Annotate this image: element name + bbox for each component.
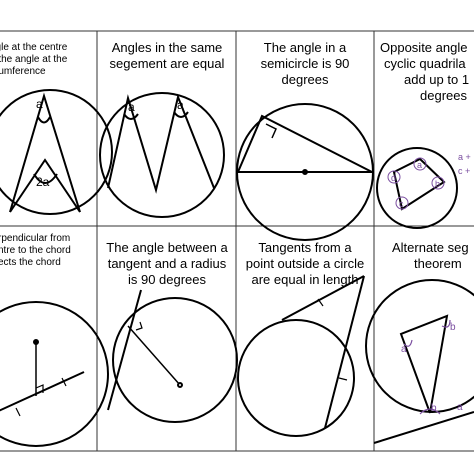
caption-line: segement are equal: [109, 56, 225, 71]
label-a: a: [36, 97, 43, 111]
caption-line: Tangents from a: [258, 240, 352, 255]
caption-semicircle: The angle in a semicircle is 90 degrees: [238, 40, 372, 88]
label-d: d: [391, 173, 396, 183]
diagram-semicircle: [236, 103, 374, 241]
label-2a: 2a: [36, 175, 50, 189]
caption-line: Alternate seg: [392, 240, 469, 255]
label-b-2: b: [431, 403, 437, 414]
caption-cyclic-quadrilateral: Opposite angle cyclic quadrila add up to…: [380, 40, 474, 104]
diagram-perpendicular-chord: [0, 301, 109, 447]
label-a-1: a: [401, 344, 407, 355]
caption-alternate-segment: Alternate seg theorem: [392, 240, 474, 272]
label-c: c: [399, 199, 404, 209]
diagram-tangents-equal: [237, 275, 365, 437]
caption-line: Opposite angle: [380, 40, 468, 55]
caption-same-segment: Angles in the same segement are equal: [100, 40, 234, 72]
caption-line: degrees: [420, 88, 467, 103]
label-a-1: a: [128, 100, 135, 114]
caption-line: are equal in length: [251, 272, 359, 287]
label-a-2: a: [457, 402, 463, 413]
caption-line: rcumference: [0, 66, 46, 77]
caption-line: point outside a circle: [245, 256, 365, 271]
caption-line: ects the chord: [0, 257, 61, 268]
caption-line: The angle between a: [106, 240, 228, 255]
diagram-same-segment: a a: [99, 92, 225, 218]
diagram-alternate-segment: a b b a: [365, 279, 474, 444]
caption-line: theorem: [414, 256, 462, 271]
caption-tangents-equal: Tangents from a point outside a circle a…: [238, 240, 372, 288]
side-note-1: a +: [458, 152, 471, 162]
caption-line: The angle in a: [263, 40, 347, 55]
side-note-2: c +: [458, 166, 470, 176]
caption-perpendicular-chord: rpendicular from ntre to the chord ects …: [0, 233, 94, 269]
diagram-angle-at-centre: a 2a: [0, 89, 113, 215]
caption-tangent-radius: The angle between a tangent and a radius…: [98, 240, 236, 288]
caption-line: Angles in the same: [111, 40, 223, 55]
caption-line: cyclic quadrila: [384, 56, 466, 71]
label-b-1: b: [450, 322, 456, 333]
caption-line: is 90 degrees: [127, 272, 207, 287]
label-a-2: a: [177, 98, 184, 112]
grid: [0, 30, 474, 452]
diagram-cyclic-quadrilateral: a b c d a + c +: [376, 147, 471, 229]
caption-line: e the angle at the: [0, 54, 68, 65]
label-a: a: [417, 160, 422, 170]
caption-line: ngle at the centre: [0, 42, 68, 53]
caption-line: add up to 1: [404, 72, 470, 87]
caption-line: ntre to the chord: [0, 245, 71, 256]
caption-line: degrees: [281, 72, 329, 87]
caption-angle-at-centre: ngle at the centre e the angle at the rc…: [0, 42, 90, 78]
caption-line: rpendicular from: [0, 233, 71, 244]
caption-line: tangent and a radius: [107, 256, 227, 271]
label-b: b: [435, 179, 440, 189]
caption-line: semicircle is 90: [260, 56, 350, 71]
diagram-tangent-radius: [107, 289, 238, 423]
